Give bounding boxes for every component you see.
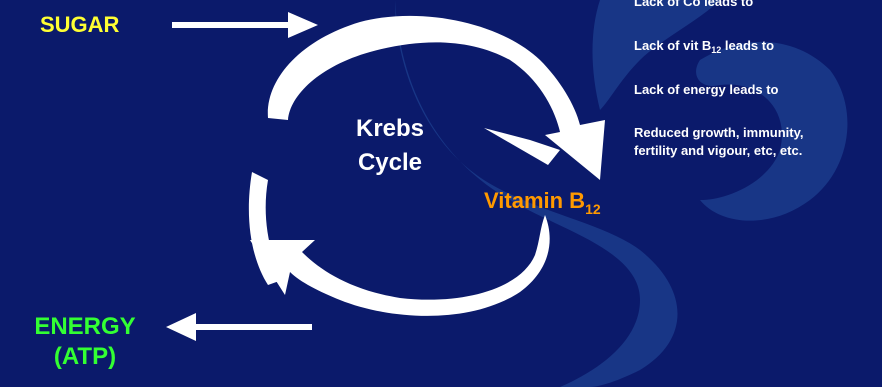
note-b12-subscript: 12 [711,45,721,55]
note-b12-suffix: leads to [721,38,774,53]
note-reduced-growth-line2: fertility and vigour, etc, etc. [634,142,804,160]
energy-label: ENERGY (ATP) [10,312,160,372]
cycle-arrow-inner [484,128,560,165]
sugar-label: SUGAR [40,12,119,38]
note-lack-of-energy: Lack of energy leads to [634,82,779,97]
note-lack-of-co: Lack of Co leads to [634,0,753,9]
krebs-label-line1: Krebs [330,112,450,146]
note-reduced-growth-line1: Reduced growth, immunity, [634,124,804,142]
note-b12-prefix: Lack of vit B [634,38,711,53]
vitamin-label-text: Vitamin B [484,188,585,213]
cycle-arrow-right [250,215,550,316]
krebs-cycle-label: Krebs Cycle [330,112,450,180]
krebs-label-line2: Cycle [330,146,450,180]
energy-label-line2: (ATP) [10,342,160,372]
watermark-logo [395,0,847,387]
output-arrow [166,313,312,341]
vitamin-label-subscript: 12 [585,201,601,217]
input-arrow [172,12,318,38]
note-lack-of-vit-b12: Lack of vit B12 leads to [634,38,774,55]
vitamin-b12-label: Vitamin B12 [484,188,601,217]
energy-label-line1: ENERGY [10,312,160,342]
note-reduced-growth: Reduced growth, immunity, fertility and … [634,124,804,160]
